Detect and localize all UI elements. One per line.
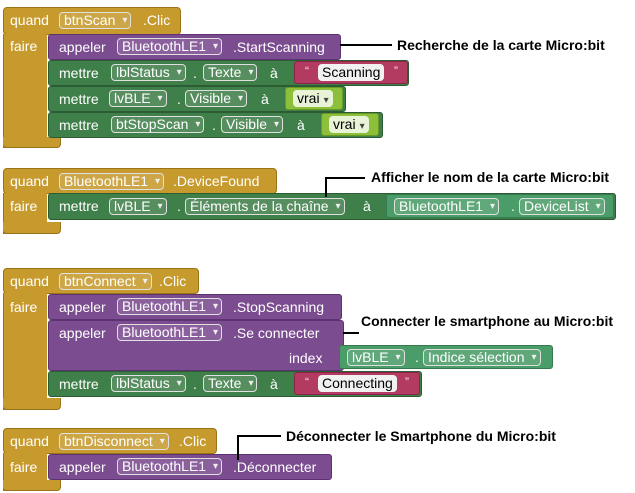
dot-separator: . [193, 376, 197, 392]
event-name: .Clic [143, 12, 171, 28]
dot-separator: . [193, 65, 197, 81]
set-component-dropdown[interactable]: btStopScan [111, 116, 205, 133]
set-keyword: mettre [59, 65, 99, 81]
call-method-name: .Déconnecter [233, 459, 317, 475]
annotation-devicefound: Afficher le nom de la carte Micro:bit [371, 169, 610, 185]
to-keyword: à [270, 65, 278, 81]
set-property-dropdown[interactable]: Texte [203, 64, 258, 81]
call-component-dropdown[interactable]: BluetoothLE1 [117, 298, 223, 315]
to-keyword: à [270, 376, 278, 392]
close-quote-icon: ” [394, 64, 398, 78]
call-component-dropdown[interactable]: BluetoothLE1 [117, 458, 223, 475]
annotation-connect: Connecter le smartphone au Micro:bit [361, 313, 614, 329]
set-property-dropdown[interactable]: Visible [185, 90, 247, 107]
set-property-dropdown[interactable]: Visible [221, 116, 283, 133]
call-keyword: appeler [59, 39, 106, 55]
event-block-footer [3, 480, 61, 491]
text-literal-value[interactable]: Connecting [318, 375, 397, 392]
open-quote-icon: “ [305, 64, 309, 78]
call-method-name: .StartScanning [233, 39, 325, 55]
event-block-left-strip [3, 293, 47, 410]
call-keyword: appeler [59, 459, 106, 475]
set-component-dropdown[interactable]: lvBLE [109, 198, 167, 215]
do-keyword: faire [10, 299, 38, 315]
annotation-disconnect: Déconnecter le Smartphone du Micro:bit [286, 428, 556, 444]
dot-separator: . [511, 198, 515, 214]
text-literal-value[interactable]: Scanning [318, 64, 385, 81]
to-keyword: à [261, 91, 269, 107]
do-keyword: faire [10, 459, 38, 475]
call-keyword: appeler [59, 299, 106, 315]
call-component-dropdown[interactable]: BluetoothLE1 [117, 38, 223, 55]
annotation-pointer-line [237, 435, 239, 460]
annotation-pointer-line [237, 435, 281, 437]
annotation-pointer-line [325, 177, 365, 179]
when-keyword: quand [10, 273, 49, 289]
call-component-dropdown[interactable]: BluetoothLE1 [117, 324, 223, 341]
to-keyword: à [363, 198, 371, 214]
event-name: .Clic [179, 433, 207, 449]
event-name: .DeviceFound [173, 173, 260, 189]
call-keyword: appeler [59, 325, 106, 341]
annotation-pointer-line [325, 177, 327, 197]
call-method-name: .Se connecter [233, 325, 320, 341]
do-keyword: faire [10, 198, 38, 214]
set-component-dropdown[interactable]: lvBLE [109, 90, 167, 107]
set-keyword: mettre [59, 117, 99, 133]
event-name: .Clic [159, 273, 187, 289]
event-component-dropdown[interactable]: btnConnect [59, 273, 152, 290]
event-block-footer [3, 398, 61, 410]
dot-separator: . [415, 349, 419, 365]
event-block-left-strip [3, 34, 47, 148]
set-component-dropdown[interactable]: lblStatus [111, 64, 186, 81]
do-keyword: faire [10, 38, 38, 54]
dot-separator: . [177, 91, 181, 107]
event-block-footer [3, 222, 61, 234]
getter-property-dropdown[interactable]: DeviceList [519, 198, 605, 215]
set-property-dropdown[interactable]: Éléments de la chaîne [185, 198, 345, 215]
open-quote-icon: “ [305, 375, 309, 389]
annotation-pointer-line [340, 44, 392, 46]
call-method-name: .StopScanning [233, 299, 325, 315]
close-quote-icon: ” [405, 375, 409, 389]
set-component-dropdown[interactable]: lblStatus [111, 375, 186, 392]
getter-component-dropdown[interactable]: BluetoothLE1 [394, 198, 500, 215]
index-arg-label: index [289, 350, 323, 366]
annotation-scan: Recherche de la carte Micro:bit [397, 37, 605, 53]
set-keyword: mettre [59, 376, 99, 392]
boolean-value-dropdown[interactable]: vrai [293, 90, 333, 107]
event-component-dropdown[interactable]: btnScan [59, 12, 132, 29]
to-keyword: à [297, 117, 305, 133]
dot-separator: . [177, 198, 181, 214]
event-block-footer [3, 137, 61, 148]
dot-separator: . [212, 117, 216, 133]
getter-property-dropdown[interactable]: Indice sélection [423, 349, 541, 366]
when-keyword: quand [10, 173, 49, 189]
getter-component-dropdown[interactable]: lvBLE [347, 349, 405, 366]
set-property-dropdown[interactable]: Texte [203, 375, 258, 392]
boolean-value-dropdown[interactable]: vrai [329, 116, 369, 133]
when-keyword: quand [10, 433, 49, 449]
event-component-dropdown[interactable]: btnDisconnect [59, 433, 169, 450]
set-keyword: mettre [59, 198, 99, 214]
annotation-pointer-line [343, 332, 359, 334]
event-component-dropdown[interactable]: BluetoothLE1 [59, 173, 165, 190]
when-keyword: quand [10, 12, 49, 28]
set-keyword: mettre [59, 91, 99, 107]
